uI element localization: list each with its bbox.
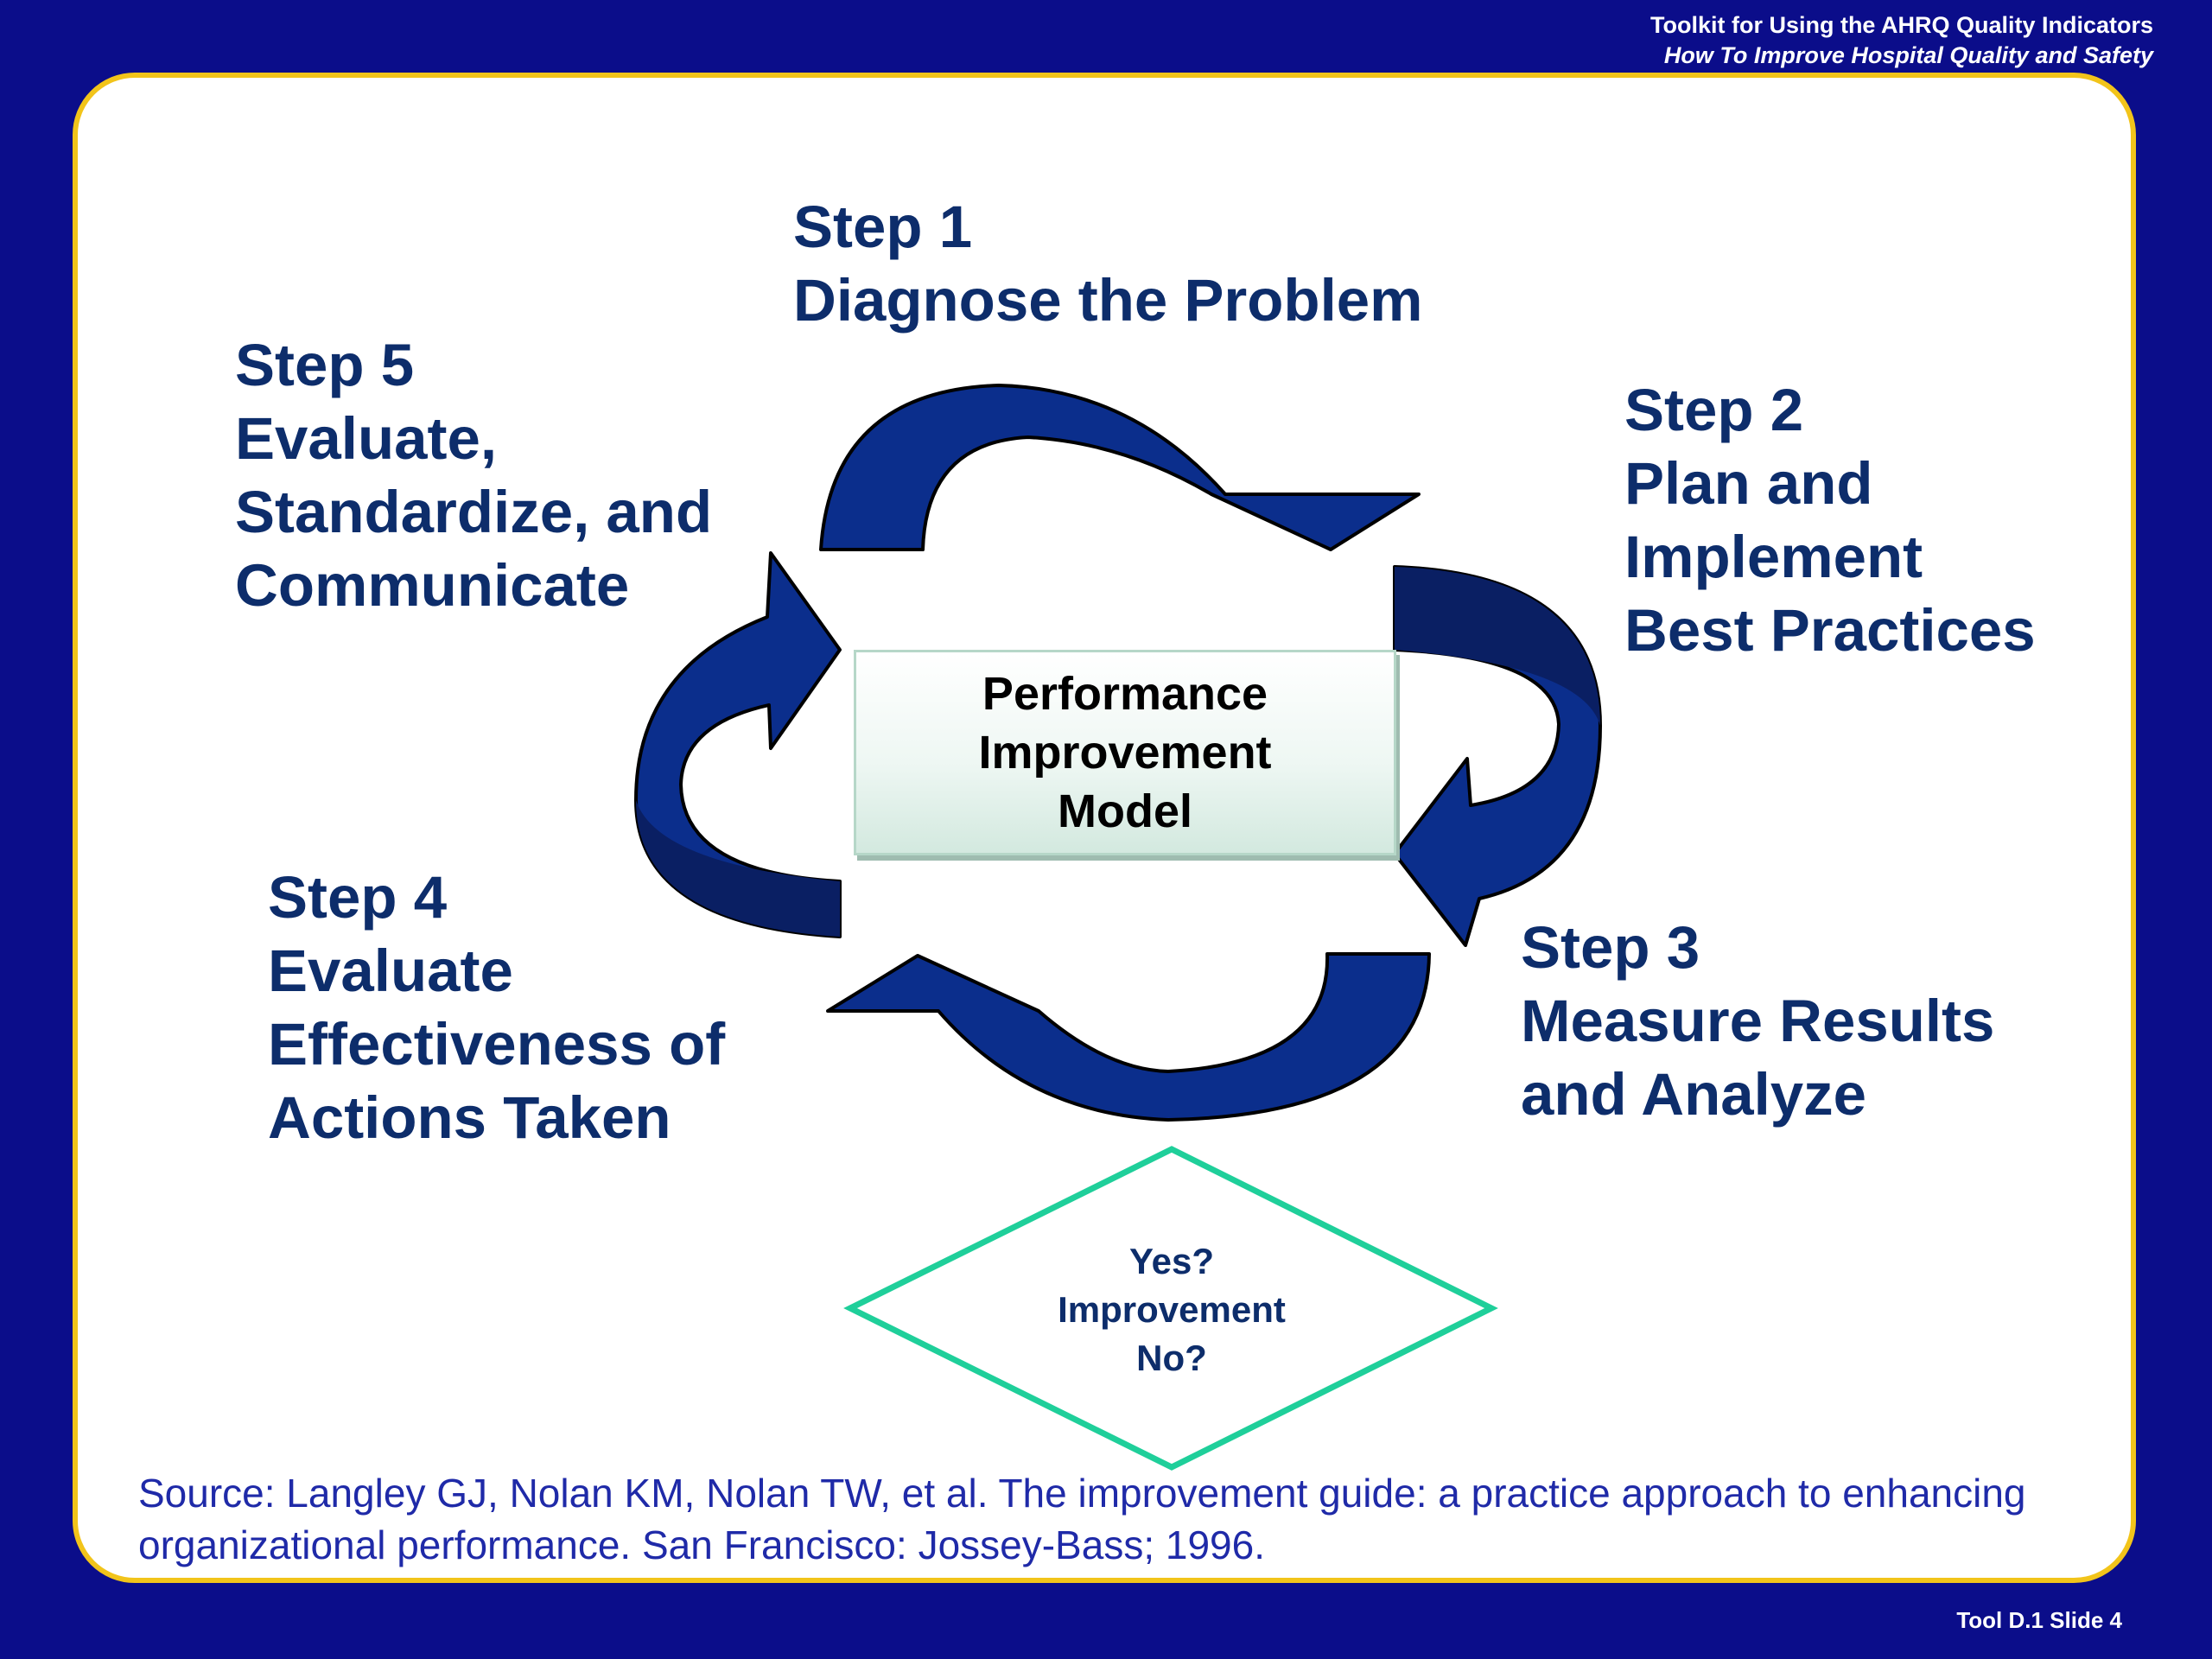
step-4-title: Step 4 <box>268 864 448 931</box>
center-line-2: Improvement <box>978 727 1272 779</box>
step-4-label: Step 4 Evaluate Effectiveness of Actions… <box>268 861 725 1154</box>
slide-header: Toolkit for Using the AHRQ Quality Indic… <box>1650 10 2153 71</box>
cycle-arrow-left-band <box>636 800 840 937</box>
step-3-text-line-2: and Analyze <box>1521 1061 1867 1128</box>
cycle-arrow-top <box>819 384 1421 551</box>
step-5-text-line-3: Communicate <box>235 552 630 619</box>
step-3-text-line-1: Measure Results <box>1521 988 1995 1054</box>
cycle-arrow-right-band <box>1395 567 1600 726</box>
decision-yes: Yes? <box>1128 1241 1215 1281</box>
step-5-text-line-2: Standardize, and <box>235 479 713 545</box>
center-line-1: Performance <box>982 668 1268 720</box>
source-citation: Source: Langley GJ, Nolan KM, Nolan TW, … <box>138 1471 2026 1567</box>
step-3-title: Step 3 <box>1521 914 1700 981</box>
header-title: Toolkit for Using the AHRQ Quality Indic… <box>1649 12 2153 38</box>
step-1-title: Step 1 <box>793 194 973 260</box>
step-1-label: Step 1 Diagnose the Problem <box>793 190 1422 337</box>
center-model-box: Performance Improvement Model <box>854 650 1396 855</box>
slide-footer: Tool D.1 Slide 4 <box>1956 1607 2122 1633</box>
center-line-3: Model <box>1058 785 1192 837</box>
decision-text: Yes? Improvement No? <box>947 1237 1396 1382</box>
step-2-title: Step 2 <box>1624 377 1804 443</box>
step-5-label: Step 5 Evaluate, Standardize, and Commun… <box>235 328 712 622</box>
step-2-text-line-3: Best Practices <box>1624 597 2036 664</box>
step-5-text-line-1: Evaluate, <box>235 405 497 472</box>
step-2-text-line-2: Implement <box>1624 524 1923 590</box>
step-4-text-line-2: Effectiveness of <box>268 1011 726 1077</box>
cycle-arrow-bottom <box>826 952 1431 1122</box>
decision-diamond <box>843 1146 1498 1471</box>
step-4-text-line-1: Evaluate <box>268 938 513 1004</box>
header-subtitle: How To Improve Hospital Quality and Safe… <box>1663 42 2153 68</box>
decision-no: No? <box>1136 1338 1207 1378</box>
decision-improvement: Improvement <box>1058 1289 1286 1330</box>
step-4-text-line-3: Actions Taken <box>268 1084 671 1151</box>
step-2-label: Step 2 Plan and Implement Best Practices <box>1624 373 2036 667</box>
step-3-label: Step 3 Measure Results and Analyze <box>1521 911 1994 1131</box>
step-1-text: Diagnose the Problem <box>793 267 1423 334</box>
step-5-title: Step 5 <box>235 332 415 398</box>
step-2-text-line-1: Plan and <box>1624 450 1873 517</box>
